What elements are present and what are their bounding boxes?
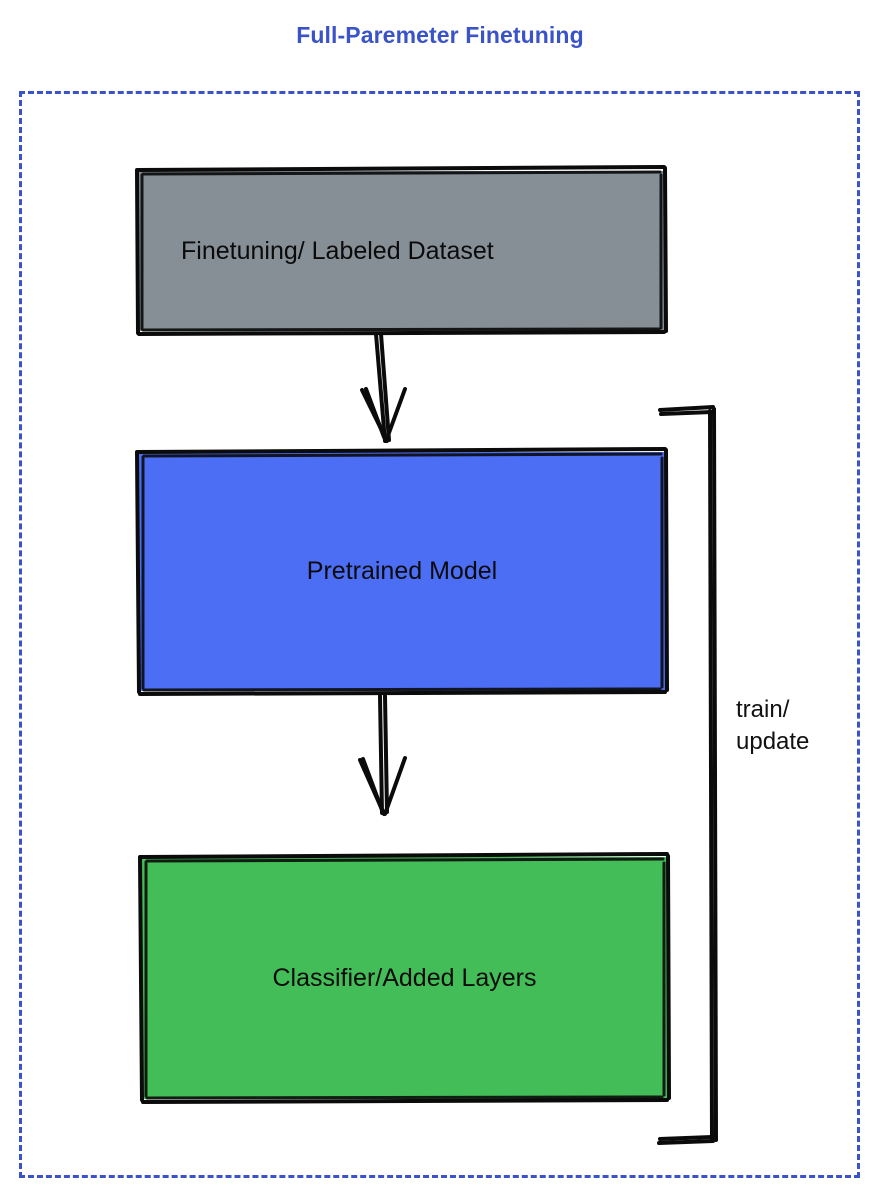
page-title: Full-Paremeter Finetuning bbox=[296, 22, 584, 48]
node-classifier-added-layers[interactable]: Classifier/Added Layers bbox=[142, 857, 667, 1099]
node-label-classifier: Classifier/Added Layers bbox=[272, 963, 537, 992]
node-pretrained-model[interactable]: Pretrained Model bbox=[139, 452, 665, 691]
node-label-dataset: Finetuning/ Labeled Dataset bbox=[181, 236, 494, 265]
node-label-pretrained: Pretrained Model bbox=[306, 557, 498, 586]
node-finetuning-labeled-dataset[interactable]: Finetuning/ Labeled Dataset bbox=[139, 171, 664, 331]
finetuning-boundary-frame bbox=[19, 91, 860, 1178]
edge-label-line-1: train/ bbox=[736, 696, 790, 723]
edge-label-line-2: update bbox=[736, 727, 810, 755]
edge-label-train-update: train/ update bbox=[736, 694, 856, 757]
